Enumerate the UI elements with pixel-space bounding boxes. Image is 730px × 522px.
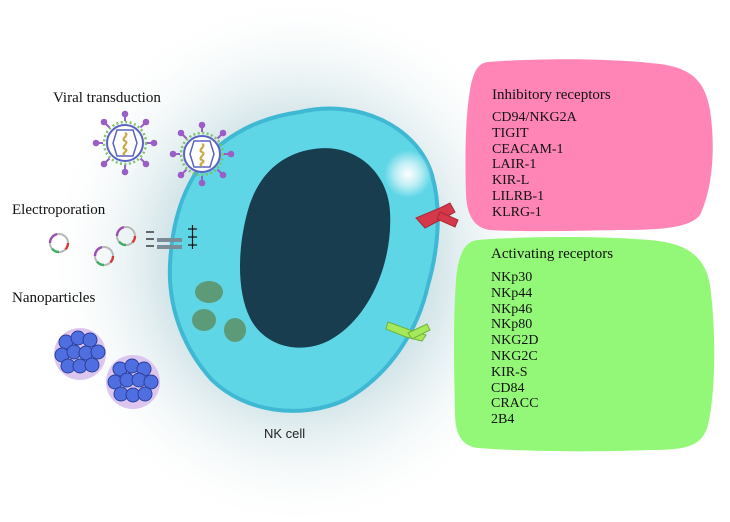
activating-item: NKG2C [491, 348, 538, 364]
nk-cell-label: NK cell [264, 426, 306, 441]
membrane-pore-icon [146, 225, 197, 249]
granule [195, 281, 223, 303]
activating-item: NKp30 [491, 270, 533, 285]
activating-item: NKp44 [491, 285, 533, 301]
nanoparticle-icon [106, 355, 160, 409]
inhibitory-item: CEACAM-1 [492, 141, 564, 157]
inhibitory-item: LILRB-1 [492, 188, 545, 204]
activating-item: KIR-S [491, 364, 528, 380]
nucleus [240, 148, 391, 348]
activating-item: CD84 [491, 380, 525, 396]
nanoparticle-icon [54, 328, 106, 380]
inhibitory-item: KIR-L [492, 173, 530, 189]
activating-item: 2B4 [491, 412, 515, 428]
inhibitory-title: Inhibitory receptors [492, 87, 611, 103]
viral-transduction-label: Viral transduction [53, 90, 161, 106]
inhibitory-item: TIGIT [492, 125, 529, 141]
activating-item: NKp80 [491, 317, 533, 333]
activating-panel [454, 237, 715, 452]
inhibitory-item: KLRG-1 [492, 204, 542, 220]
inhibitory-item: LAIR-1 [492, 157, 537, 173]
activating-item: NKG2D [491, 333, 539, 349]
electroporation-label: Electroporation [12, 202, 106, 218]
inhibitory-panel [465, 59, 713, 232]
granule [224, 318, 246, 342]
inhibitory-receptor-icon [415, 202, 459, 229]
cell-highlight [384, 150, 432, 198]
activating-receptor-icon [385, 321, 431, 342]
activating-item: NKp46 [491, 301, 533, 317]
inhibitory-item: CD94/NKG2A [492, 110, 577, 125]
activating-title: Activating receptors [491, 246, 614, 262]
activating-item: CRACC [491, 396, 539, 412]
granule [192, 309, 216, 331]
nanoparticles-label: Nanoparticles [12, 290, 96, 306]
